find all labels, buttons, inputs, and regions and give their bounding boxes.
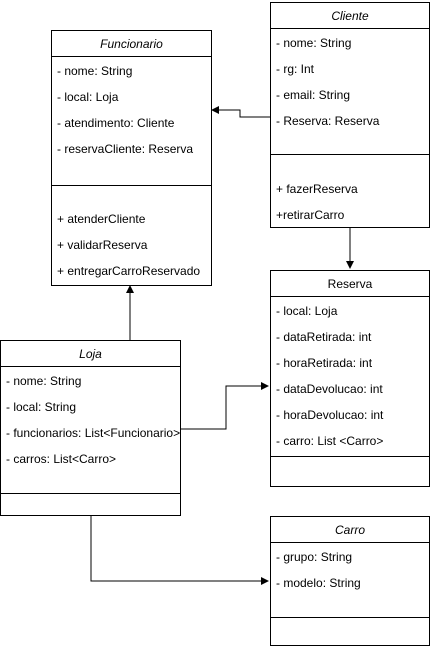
attribute: - nome: String (6, 374, 82, 388)
class-funcionario-name: Funcionario (52, 31, 211, 57)
attribute: - Reserva: Reserva (276, 114, 380, 128)
attribute: - reservaCliente: Reserva (57, 142, 194, 156)
link-cliente-to-funcionario (211, 106, 270, 118)
class-reserva-name: Reserva (271, 271, 429, 297)
class-funcionario-methods: + atenderCliente + validarReserva + entr… (52, 185, 211, 284)
method: + entregarCarroReservado (57, 264, 201, 278)
attribute: - email: String (276, 88, 351, 102)
class-carro[interactable]: Carro - grupo: String - modelo: String (270, 516, 430, 646)
attribute: - carro: List <Carro> (276, 434, 384, 448)
method: + validarReserva (57, 238, 148, 252)
class-funcionario[interactable]: Funcionario - nome: String - local: Loja… (51, 30, 212, 286)
attribute: - grupo: String (276, 550, 353, 564)
method: +retirarCarro (276, 208, 345, 222)
class-loja-methods (1, 493, 180, 515)
link-loja-to-reserva (181, 382, 269, 430)
attribute: - dataRetirada: int (276, 330, 372, 344)
class-reserva-methods (271, 456, 429, 486)
class-carro-name: Carro (271, 517, 429, 543)
attribute: - dataDevolucao: int (276, 382, 383, 396)
class-loja[interactable]: Loja - nome: String - local: String - fu… (0, 340, 181, 516)
class-loja-name: Loja (1, 341, 180, 367)
attribute: - nome: String (57, 64, 133, 78)
class-cliente-methods: + fazerReserva +retirarCarro (271, 154, 429, 228)
class-reserva-attributes: - local: Loja - dataRetirada: int - hora… (271, 297, 429, 456)
link-loja-to-carro (90, 516, 269, 585)
class-cliente[interactable]: Cliente - nome: String - rg: Int - email… (270, 2, 430, 228)
class-funcionario-attributes: - nome: String - local: Loja - atendimen… (52, 57, 211, 185)
class-cliente-attributes: - nome: String - rg: Int - email: String… (271, 29, 429, 154)
method: + atenderCliente (57, 212, 146, 226)
class-carro-methods (271, 617, 429, 645)
class-carro-attributes: - grupo: String - modelo: String (271, 543, 429, 617)
attribute: - local: Loja (276, 304, 338, 318)
attribute: - modelo: String (276, 576, 361, 590)
attribute: - carros: List<Carro> (6, 452, 117, 466)
attribute: - rg: Int (276, 62, 315, 76)
class-cliente-name: Cliente (271, 3, 429, 29)
attribute: - local: String (6, 400, 77, 414)
attribute: - nome: String (276, 36, 352, 50)
attribute: - local: Loja (57, 90, 119, 104)
class-loja-attributes: - nome: String - local: String - funcion… (1, 367, 180, 493)
attribute: - atendimento: Cliente (57, 116, 175, 130)
attribute: - funcionarios: List<Funcionario> (6, 426, 181, 440)
class-reserva[interactable]: Reserva - local: Loja - dataRetirada: in… (270, 270, 430, 487)
attribute: - horaDevolucao: int (276, 408, 384, 422)
attribute: - horaRetirada: int (276, 356, 373, 370)
method: + fazerReserva (276, 182, 358, 196)
